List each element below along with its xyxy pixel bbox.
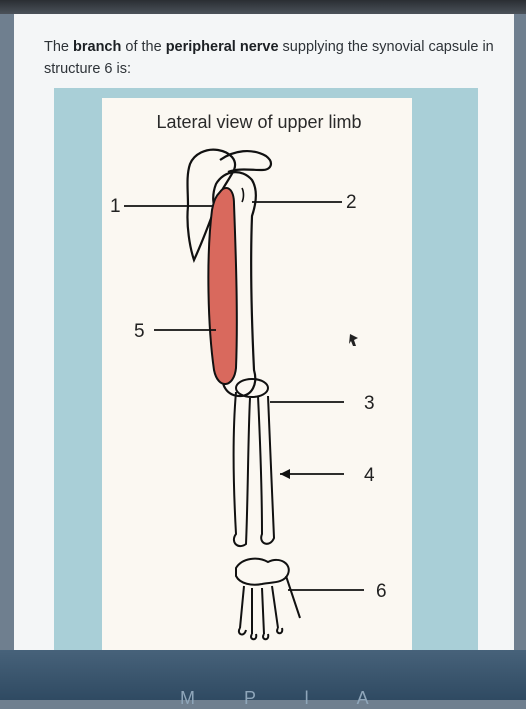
question-text: The branch of the peripheral nerve suppl…	[44, 36, 504, 80]
figure-panel: Lateral view of upper limb	[54, 88, 478, 650]
label-2: 2	[346, 192, 357, 213]
question-bold-nerve: peripheral nerve	[165, 39, 279, 55]
question-text-part: The	[44, 39, 74, 55]
cursor-icon	[349, 334, 358, 346]
radius	[257, 395, 276, 545]
label-5: 5	[134, 321, 145, 342]
acromion	[219, 150, 272, 174]
finger-bones	[237, 575, 301, 641]
biceps-muscle	[207, 187, 238, 385]
figure-title: Lateral view of upper limb	[156, 112, 361, 132]
question-text-part: supplying the synovial capsule in struct…	[44, 39, 494, 77]
ulna	[232, 391, 251, 548]
carpal-bones	[235, 557, 290, 586]
arrowhead-4	[280, 469, 290, 479]
upper-limb-diagram: Lateral view of upper limb	[110, 112, 387, 641]
device-bezel	[0, 0, 526, 14]
humeral-head-mark	[241, 187, 245, 203]
question-card: The branch of the peripheral nerve suppl…	[14, 14, 514, 650]
elbow-joint	[235, 378, 269, 398]
bottom-toolbar: M P l A	[0, 650, 526, 708]
question-bold-branch: branch	[73, 39, 122, 55]
label-6: 6	[376, 581, 387, 602]
label-3: 3	[364, 393, 375, 414]
label-1: 1	[110, 196, 121, 217]
figure-image: Lateral view of upper limb	[102, 98, 412, 650]
bottom-toolbar-text: M P l A	[180, 688, 391, 708]
label-4: 4	[364, 465, 375, 486]
question-text-part: of the	[121, 39, 166, 55]
